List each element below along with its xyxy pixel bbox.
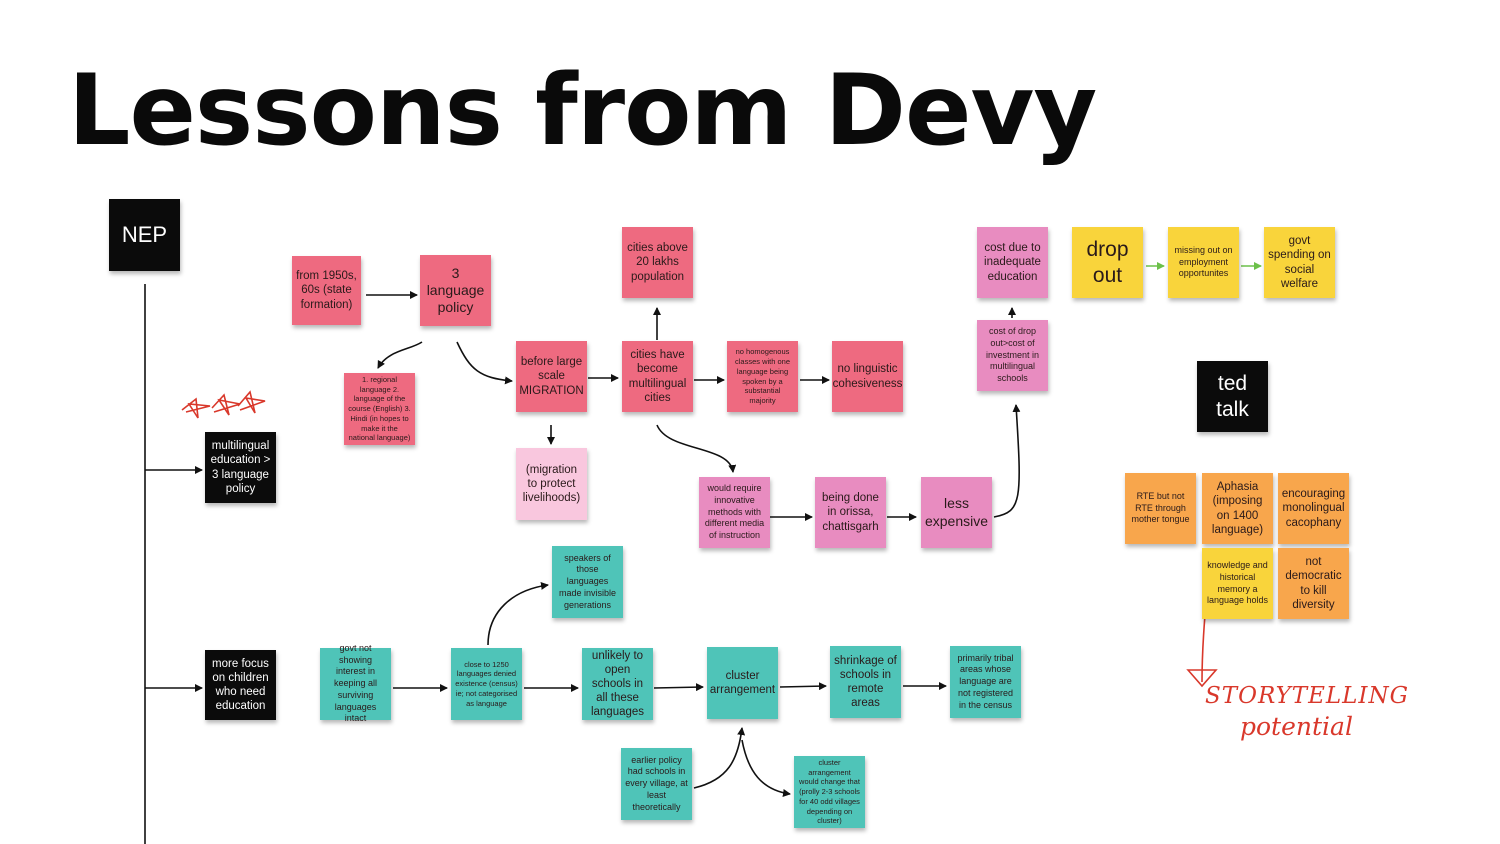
note-govt-spending: govt spending on social welfare bbox=[1264, 227, 1335, 298]
note-less-expensive: less expensive bbox=[921, 477, 992, 548]
note-more-focus: more focus on children who need educatio… bbox=[205, 650, 276, 720]
note-migration-protect: (migration to protect livelihoods) bbox=[516, 448, 587, 520]
note-tribal-areas: primarily tribal areas whose language ar… bbox=[950, 646, 1021, 718]
flow-arrow bbox=[377, 341, 423, 369]
note-drop-out: drop out bbox=[1072, 227, 1143, 298]
note-knowledge: knowledge and historical memory a langua… bbox=[1202, 548, 1273, 619]
note-multilingual-education: multilingual education > 3 language poli… bbox=[205, 432, 276, 503]
note-unlikely-schools: unlikely to open schools in all these la… bbox=[582, 648, 653, 720]
note-3-language-policy: 3 language policy bbox=[420, 255, 491, 326]
note-shrinkage: shrinkage of schools in remote areas bbox=[830, 646, 901, 718]
ink-arrowhead bbox=[1186, 669, 1218, 688]
note-innovative-methods: would require innovative methods with di… bbox=[699, 477, 770, 548]
note-aphasia: Aphasia (imposing on 1400 language) bbox=[1202, 473, 1273, 544]
note-orissa: being done in orissa, chattisgarh bbox=[815, 477, 886, 548]
note-from-1950s: from 1950s, 60s (state formation) bbox=[292, 256, 361, 325]
note-govt-not-interested: govt not showing interest in keeping all… bbox=[320, 643, 391, 723]
star-doodle bbox=[237, 390, 266, 414]
flow-arrow bbox=[741, 739, 791, 797]
nep-label: NEP bbox=[109, 199, 180, 271]
note-cities-above: cities above 20 lakhs population bbox=[622, 227, 693, 298]
flow-arrow bbox=[653, 683, 704, 692]
handwritten-potential: potential bbox=[1240, 712, 1353, 741]
note-missing-out: missing out on employment opportunites bbox=[1168, 227, 1239, 298]
flow-arrow bbox=[456, 341, 513, 385]
ted-talk-label: ted talk bbox=[1197, 361, 1268, 432]
note-earlier-policy: earlier policy had schools in every vill… bbox=[621, 748, 692, 820]
note-encouraging: encouraging monolingual cacophany bbox=[1278, 473, 1349, 544]
note-cluster-change: cluster arrangement would change that (p… bbox=[794, 756, 865, 828]
note-cluster-arrangement: cluster arrangement bbox=[707, 647, 778, 719]
note-cities-multilingual: cities have become multilingual cities bbox=[622, 341, 693, 412]
flow-arrow bbox=[993, 404, 1021, 518]
note-before-migration: before large scale MIGRATION bbox=[516, 341, 587, 412]
flow-arrow bbox=[656, 424, 737, 473]
handwritten-storytelling: STORYTELLING bbox=[1205, 683, 1410, 709]
note-cost-dropout: cost of drop out>cost of investment in m… bbox=[977, 320, 1048, 391]
note-not-democratic: not democratic to kill diversity bbox=[1278, 548, 1349, 619]
flow-arrow bbox=[779, 682, 827, 691]
flow-arrow bbox=[693, 727, 746, 789]
note-rte: RTE but not RTE through mother tongue bbox=[1125, 473, 1196, 544]
note-3-language-list: 1. regional language 2. language of the … bbox=[344, 373, 415, 445]
note-no-homogenous: no homogenous classes with one language … bbox=[727, 341, 798, 412]
flow-arrow bbox=[487, 582, 549, 646]
star-doodle bbox=[181, 397, 211, 419]
note-no-cohesiveness: no linguistic cohesiveness bbox=[832, 341, 903, 412]
note-speakers-invisible: speakers of those languages made invisib… bbox=[552, 546, 623, 618]
slide-title: Lessons from Devy bbox=[68, 54, 1097, 168]
ink-line bbox=[1201, 614, 1206, 683]
note-1250-languages: close to 1250 languages denied existence… bbox=[451, 648, 522, 720]
note-cost-inadequate: cost due to inadequate education bbox=[977, 227, 1048, 298]
star-doodle bbox=[211, 393, 241, 416]
